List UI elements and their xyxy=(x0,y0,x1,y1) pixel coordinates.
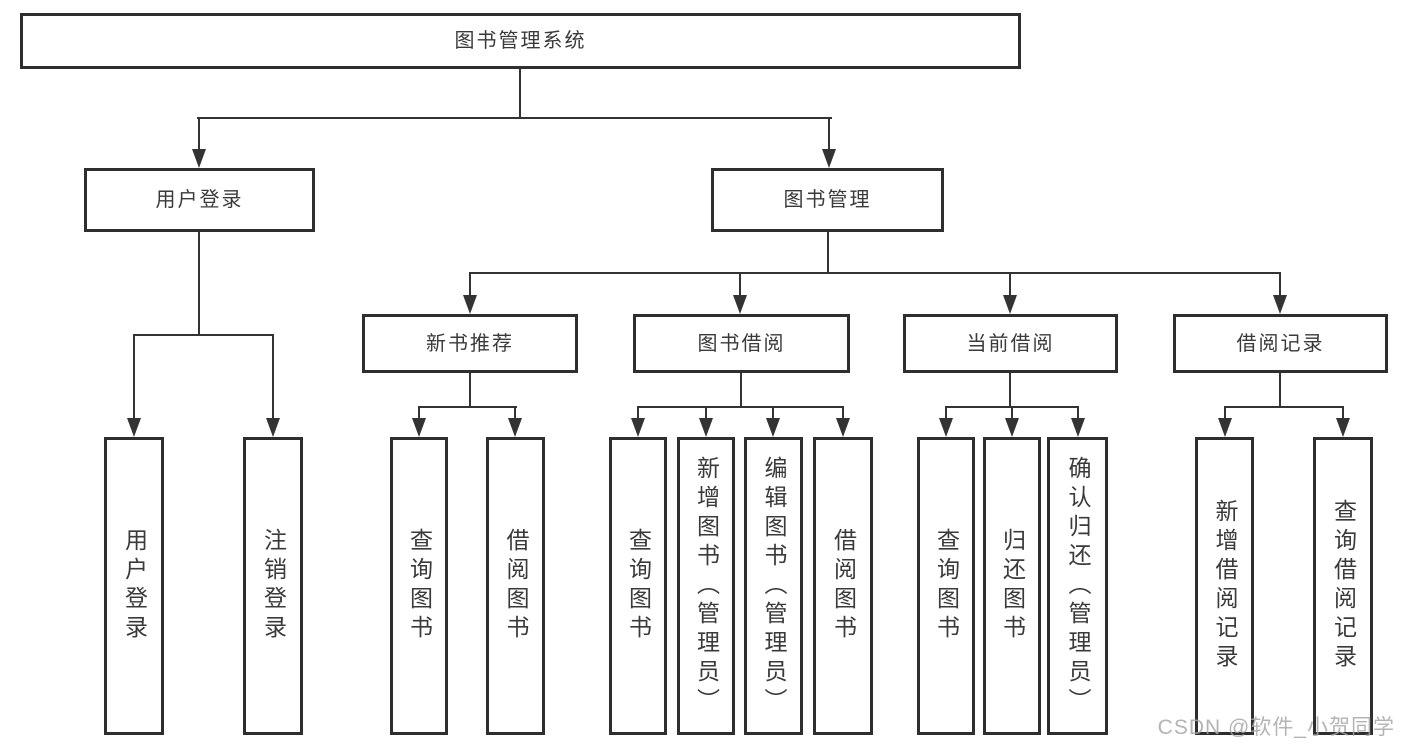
node-edit-books-admin: 编辑图书（管理员） xyxy=(744,437,803,735)
node-label: 当前借阅 xyxy=(966,332,1055,355)
node-root: 图书管理系统 xyxy=(20,13,1021,69)
connector-line xyxy=(637,406,639,420)
connector-line xyxy=(514,406,516,420)
node-current-borrowing: 当前借阅 xyxy=(903,314,1118,373)
arrowhead-down-icon xyxy=(463,295,477,314)
arrowhead-down-icon xyxy=(836,418,850,437)
node-label: 图书管理系统 xyxy=(454,30,587,52)
node-label: 新书推荐 xyxy=(426,332,514,355)
node-query-borrow-record: 查询借阅记录 xyxy=(1313,437,1373,735)
connector-line xyxy=(1011,406,1013,420)
node-add-borrow-record: 新增借阅记录 xyxy=(1195,437,1254,735)
arrowhead-down-icon xyxy=(412,418,426,437)
node-label: 编辑图书（管理员） xyxy=(761,455,787,717)
node-user-login-group: 用户登录 xyxy=(84,168,315,232)
node-add-books-admin: 新增图书（管理员） xyxy=(677,437,735,735)
node-new-book-recommend: 新书推荐 xyxy=(362,314,578,373)
connector-line xyxy=(739,272,741,297)
connector-line xyxy=(519,69,521,119)
connector-line xyxy=(1009,373,1011,408)
connector-line xyxy=(197,117,832,119)
node-confirm-return-admin: 确认归还（管理员） xyxy=(1047,437,1108,735)
connector-line xyxy=(133,334,274,336)
arrowhead-down-icon xyxy=(733,295,747,314)
arrowhead-down-icon xyxy=(766,418,780,437)
node-label: 查询图书 xyxy=(406,528,433,644)
node-label: 新增图书（管理员） xyxy=(693,455,720,717)
node-query-books-3: 查询图书 xyxy=(917,437,975,735)
node-label: 借阅记录 xyxy=(1236,332,1325,355)
connector-line xyxy=(198,232,200,336)
node-label: 查询借阅记录 xyxy=(1330,499,1357,673)
connector-line xyxy=(1224,406,1344,408)
connector-line xyxy=(842,406,844,420)
node-label: 查询图书 xyxy=(625,528,652,644)
connector-line xyxy=(637,406,844,408)
arrowhead-down-icon xyxy=(631,418,645,437)
connector-line xyxy=(772,406,774,420)
node-query-books-2: 查询图书 xyxy=(609,437,667,735)
connector-line xyxy=(1224,406,1226,420)
node-logout: 注销登录 xyxy=(243,437,303,735)
node-borrowing-records: 借阅记录 xyxy=(1173,314,1388,373)
arrowhead-down-icon xyxy=(822,149,836,168)
arrowhead-down-icon xyxy=(939,418,953,437)
arrowhead-down-icon xyxy=(1071,418,1085,437)
connector-line xyxy=(828,117,830,151)
node-label: 归还图书 xyxy=(999,528,1026,644)
node-user-login: 用户登录 xyxy=(104,437,164,735)
arrowhead-down-icon xyxy=(1273,295,1287,314)
node-borrow-books-2: 借阅图书 xyxy=(813,437,873,735)
node-label: 注销登录 xyxy=(260,528,287,644)
connector-line xyxy=(740,373,742,408)
node-label: 图书管理 xyxy=(783,189,872,211)
node-book-borrowing: 图书借阅 xyxy=(633,314,850,373)
connector-line xyxy=(469,272,471,297)
connector-line xyxy=(705,406,707,420)
node-label: 图书借阅 xyxy=(697,332,786,355)
connector-line xyxy=(418,406,517,408)
connector-line xyxy=(1279,373,1281,408)
node-label: 借阅图书 xyxy=(503,528,529,644)
node-label: 确认归还（管理员） xyxy=(1065,455,1091,717)
arrowhead-down-icon xyxy=(699,418,713,437)
connector-line xyxy=(272,334,274,420)
node-label: 新增借阅记录 xyxy=(1212,499,1238,673)
node-borrow-books-1: 借阅图书 xyxy=(486,437,545,735)
arrowhead-down-icon xyxy=(266,418,280,437)
arrowhead-down-icon xyxy=(1005,418,1019,437)
node-label: 借阅图书 xyxy=(830,528,857,644)
watermark: CSDN @软件_小贺同学 xyxy=(1157,716,1395,739)
connector-line xyxy=(1279,272,1281,297)
node-label: 用户登录 xyxy=(121,528,148,644)
connector-line xyxy=(1342,406,1344,420)
connector-line xyxy=(469,272,1281,274)
connector-line xyxy=(418,406,420,420)
node-label: 用户登录 xyxy=(155,189,244,211)
connector-line xyxy=(198,117,200,151)
connector-line xyxy=(469,373,471,408)
connector-line xyxy=(1009,272,1011,297)
connector-line xyxy=(133,334,135,420)
arrowhead-down-icon xyxy=(127,418,141,437)
connector-line xyxy=(827,232,829,274)
arrowhead-down-icon xyxy=(1218,418,1232,437)
arrowhead-down-icon xyxy=(192,149,206,168)
connector-line xyxy=(945,406,947,420)
arrowhead-down-icon xyxy=(1003,295,1017,314)
connector-line xyxy=(1077,406,1079,420)
node-book-management: 图书管理 xyxy=(711,168,944,232)
arrowhead-down-icon xyxy=(508,418,522,437)
arrowhead-down-icon xyxy=(1336,418,1350,437)
node-query-books-1: 查询图书 xyxy=(390,437,448,735)
node-return-books: 归还图书 xyxy=(983,437,1041,735)
node-label: 查询图书 xyxy=(933,528,960,644)
